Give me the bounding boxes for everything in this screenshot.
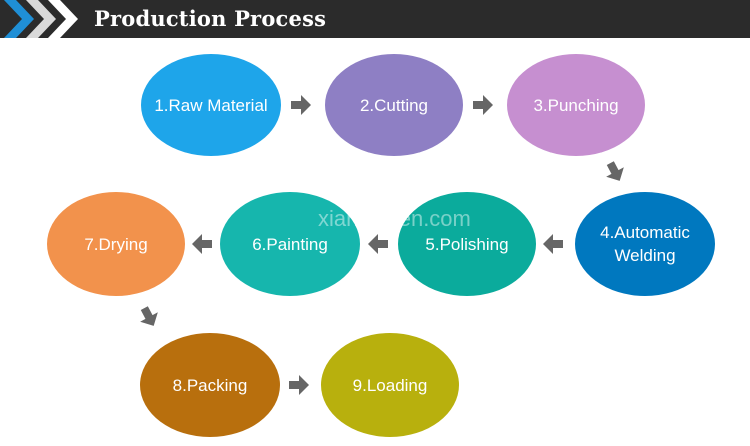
step-polishing: 5.Polishing [398, 192, 536, 296]
step-punching: 3.Punching [507, 54, 645, 156]
step-loading: 9.Loading [321, 333, 459, 437]
arrow-right-icon [289, 375, 309, 395]
arrow-left-icon [543, 234, 563, 254]
step-cutting: 2.Cutting [325, 54, 463, 156]
step-label: 3.Punching [533, 95, 619, 115]
step-painting: 6.Painting [220, 192, 360, 296]
step-raw-material: 1.Raw Material [141, 54, 281, 156]
arrow-left-icon [192, 234, 212, 254]
arrow-left-icon [368, 234, 388, 254]
step-label: 6.Painting [252, 234, 328, 254]
step-label: 1.Raw Material [154, 95, 268, 115]
step-label: 7.Drying [84, 234, 148, 254]
watermark-text: xiangjia.en.com [318, 206, 471, 231]
page-title: Production Process [94, 6, 327, 31]
step-label: 9.Loading [352, 375, 428, 395]
step-label: 4.Automatic Welding [600, 223, 690, 265]
step-automatic-welding: 4.Automatic Welding [575, 192, 715, 296]
step-label: 5.Polishing [425, 234, 509, 254]
arrow-right-icon [473, 95, 493, 115]
arrow-down-right-icon [606, 161, 624, 181]
arrow-right-icon [291, 95, 311, 115]
step-drying: 7.Drying [47, 192, 185, 296]
step-label: 8.Packing [172, 375, 248, 395]
arrow-down-right-icon [140, 306, 158, 326]
step-label: 2.Cutting [359, 95, 429, 115]
header-bar: Production Process [0, 0, 750, 38]
step-packing: 8.Packing [140, 333, 280, 437]
chevron-arrows-icon [4, 0, 78, 38]
